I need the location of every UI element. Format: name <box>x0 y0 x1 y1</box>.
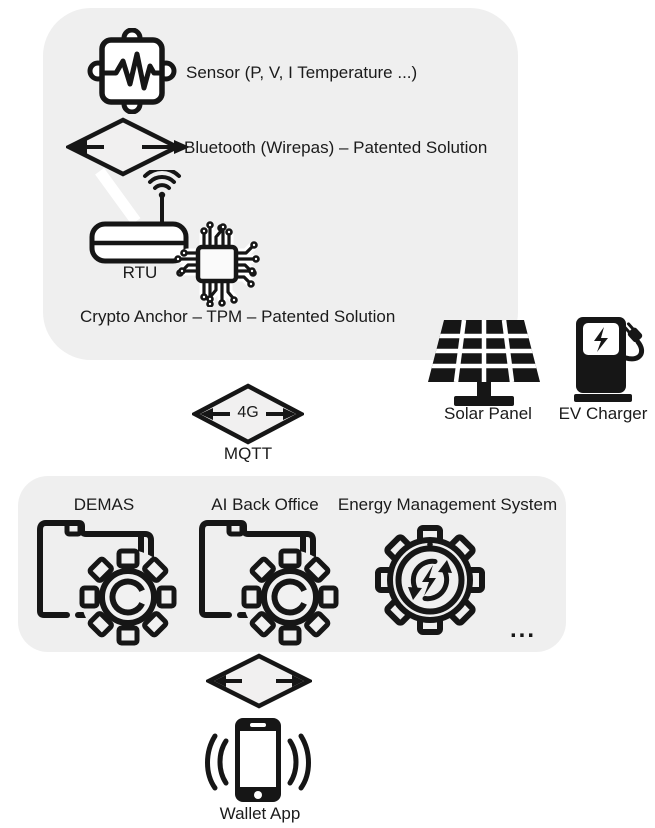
rtu-icon <box>89 221 189 264</box>
solar-panel-icon <box>428 320 540 406</box>
wallet-phone-icon <box>205 718 311 802</box>
ems-gear-icon <box>375 525 485 635</box>
sensor-label: Sensor (P, V, I Temperature ...) <box>186 63 418 82</box>
ellipsis-label: ... <box>510 616 537 643</box>
ai-back-office-folder-gear-icon <box>199 520 339 646</box>
ems-label: Energy Management System <box>337 495 558 514</box>
wallet-app-label: Wallet App <box>219 804 301 823</box>
crypto-chip-icon <box>174 221 260 307</box>
sensor-icon <box>87 28 177 114</box>
ev-charger-label: EV Charger <box>558 404 648 423</box>
wallet-link-diamond-icon <box>206 653 312 709</box>
4g-label: 4G <box>237 404 259 421</box>
ai-back-office-label: AI Back Office <box>211 495 319 514</box>
mqtt-label: MQTT <box>223 444 273 463</box>
ev-charger-icon <box>574 317 644 402</box>
rtu-label: RTU <box>122 263 158 282</box>
bluetooth-label: Bluetooth (Wirepas) – Patented Solution <box>184 138 488 157</box>
bluetooth-link-diamond-icon <box>66 117 190 177</box>
demas-label: DEMAS <box>73 495 135 514</box>
crypto-anchor-label: Crypto Anchor – TPM – Patented Solution <box>80 307 396 326</box>
solar-panel-label: Solar Panel <box>444 404 532 423</box>
4g-link-diamond-icon <box>192 383 304 445</box>
demas-folder-gear-icon <box>37 520 177 646</box>
